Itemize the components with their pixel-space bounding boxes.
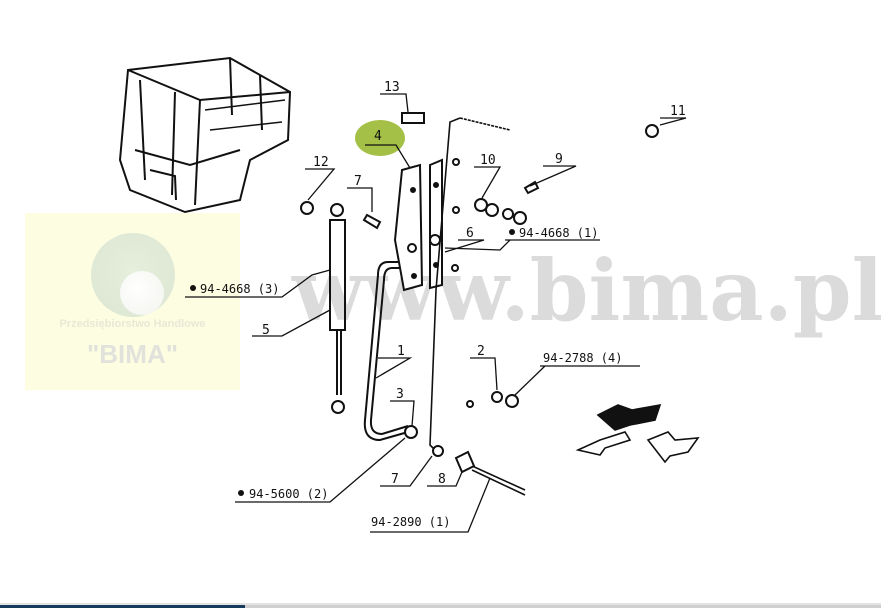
callout-8: 8 [438,472,446,487]
part-9 [523,180,540,195]
part-10 [513,211,527,225]
part-11 [645,124,659,138]
bar-segment [0,605,245,608]
bar-segment [245,605,881,608]
ref-94-5600-2: 94-5600 (2) [249,487,328,501]
callout-9: 9 [555,152,563,167]
callout-10: 10 [480,153,496,168]
plate-6 [429,158,443,290]
callout-5: 5 [262,323,270,338]
arrow-left-icon [575,431,632,456]
callout-12: 12 [313,155,329,170]
callout-11: 11 [670,104,686,119]
tractor-cab-drawing [118,56,292,214]
callout-1: 1 [397,344,405,359]
direction-arrows [575,403,700,464]
callout-6: 6 [466,226,474,241]
leader-lines [185,93,687,533]
logo-company-line: Przedsiębiorstwo Handlowe [59,318,206,330]
highlight-part-4 [355,120,405,156]
ref-94-4668-3: 94-4668 (3) [200,282,279,296]
arrow-right-icon [646,431,700,464]
part-12 [300,201,314,215]
bima-logo-watermark: Przedsiębiorstwo Handlowe "BIMA" [25,213,240,390]
callout-4: 4 [374,129,382,144]
logo-circle-inner [120,271,164,315]
part-7-bolt [362,213,382,230]
washer-symbol-icon [238,490,244,496]
ref-94-2788-4: 94-2788 (4) [543,351,622,365]
part-2 [505,394,519,408]
ref-94-2890-1: 94-2890 (1) [371,515,450,529]
watermark-text: www.bima.pl [291,241,881,340]
arrow-filled-icon [596,403,662,431]
part-13 [401,112,425,124]
part-8 [454,450,476,474]
nut-symbol-icon [190,285,196,291]
bracket-4 [393,163,424,292]
bottom-scroll-strip [0,603,881,608]
ref-94-4668-1: 94-4668 (1) [519,226,598,240]
callout-2: 2 [477,344,485,359]
rod-1 [363,261,409,442]
logo-name: "BIMA" [86,339,179,369]
part-7-nut [432,445,444,457]
small-parts [300,112,659,474]
callout-7-top: 7 [354,174,362,189]
gas-strut-5 [329,203,346,414]
nut-symbol-icon [509,229,515,235]
callout-7-bottom: 7 [391,472,399,487]
callout-13: 13 [384,80,400,95]
callout-3: 3 [396,387,404,402]
part-3 [404,425,418,439]
